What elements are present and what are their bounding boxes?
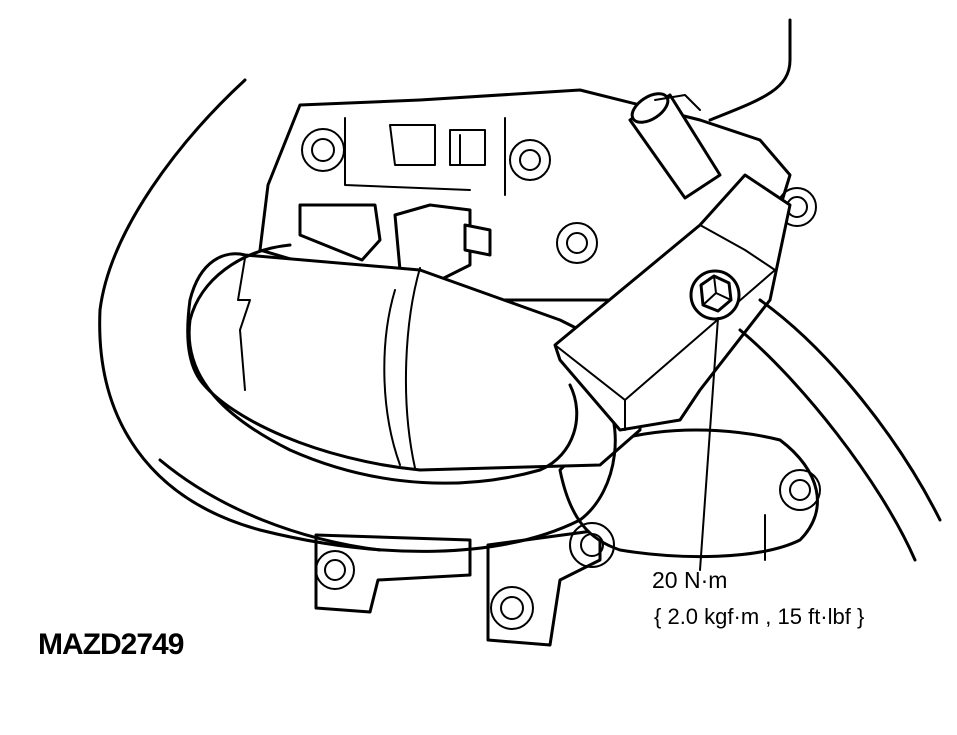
pipe-stub bbox=[628, 92, 722, 200]
torque-alternate-units-label: { 2.0 kgf·m , 15 ft·lbf } bbox=[654, 604, 865, 629]
refrigerant-lines bbox=[708, 18, 942, 562]
figure-code-label: MAZD2749 bbox=[38, 628, 184, 661]
rear-housing bbox=[558, 428, 821, 568]
mounting-block bbox=[553, 173, 792, 432]
lower-mounting-flange-left bbox=[314, 533, 472, 614]
torque-value-label: 20 N·m bbox=[652, 567, 728, 593]
torque-bolt bbox=[689, 269, 741, 321]
compressor-body bbox=[186, 252, 642, 472]
callout-leader-line bbox=[699, 317, 719, 571]
lower-mounting-flange-right bbox=[486, 528, 602, 647]
curved-hose bbox=[98, 78, 617, 553]
